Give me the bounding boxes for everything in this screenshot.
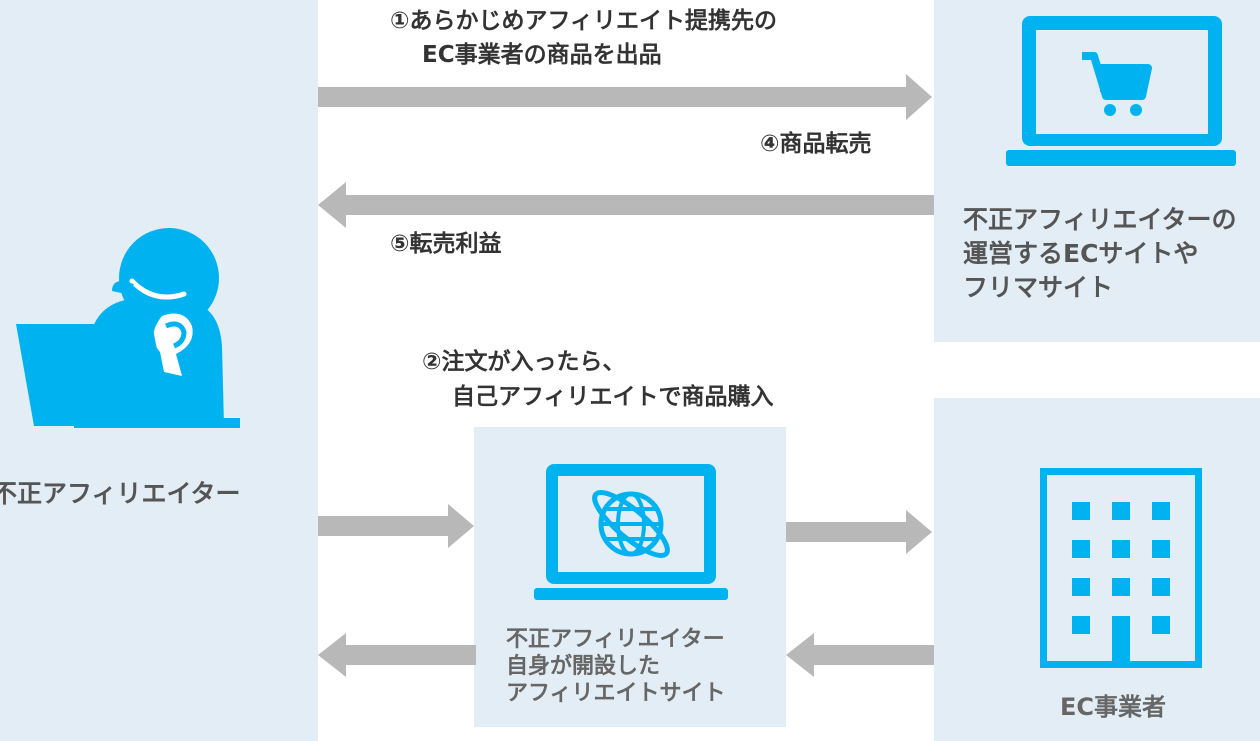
arrow-site-to-ec (786, 510, 932, 554)
person-with-laptop-icon (16, 228, 240, 428)
ec-business-label: EC事業者 (1060, 693, 1167, 721)
arrow-affiliator-to-site (318, 504, 474, 548)
fraud-ec-site-label-line3: フリマサイト (963, 273, 1114, 302)
affiliate-site-label-line2: 自身が開設した (506, 654, 661, 679)
step4-label: ④商品転売 (760, 131, 872, 157)
step1-label-line1: ①あらかじめアフィリエイト提携先の (390, 8, 778, 34)
office-building-icon (1040, 468, 1202, 668)
laptop-globe-icon (534, 464, 728, 600)
step2-label-line2: 自己アフィリエイトで商品購入 (452, 384, 774, 410)
step2-label-line1: ②注文が入ったら、 (422, 349, 626, 375)
step1-label-line2: EC事業者の商品を出品 (422, 42, 662, 68)
fraud-ec-site-label-line1: 不正アフィリエイターの (963, 205, 1237, 234)
arrow-ec-to-site (786, 633, 934, 677)
laptop-shopping-cart-icon (1006, 16, 1236, 166)
step5-label: ⑤転売利益 (390, 231, 502, 257)
affiliator-label: 不正アフィリエイター (0, 479, 241, 508)
arrow-step5-left (318, 182, 934, 228)
fraud-ec-site-label-line2: 運営するECサイトや (963, 239, 1199, 268)
arrow-site-to-affiliator (318, 633, 476, 677)
affiliate-site-label-line3: アフィリエイトサイト (506, 681, 726, 706)
arrow-step1-right (318, 74, 932, 120)
affiliate-site-label-line1: 不正アフィリエイター (506, 627, 725, 652)
